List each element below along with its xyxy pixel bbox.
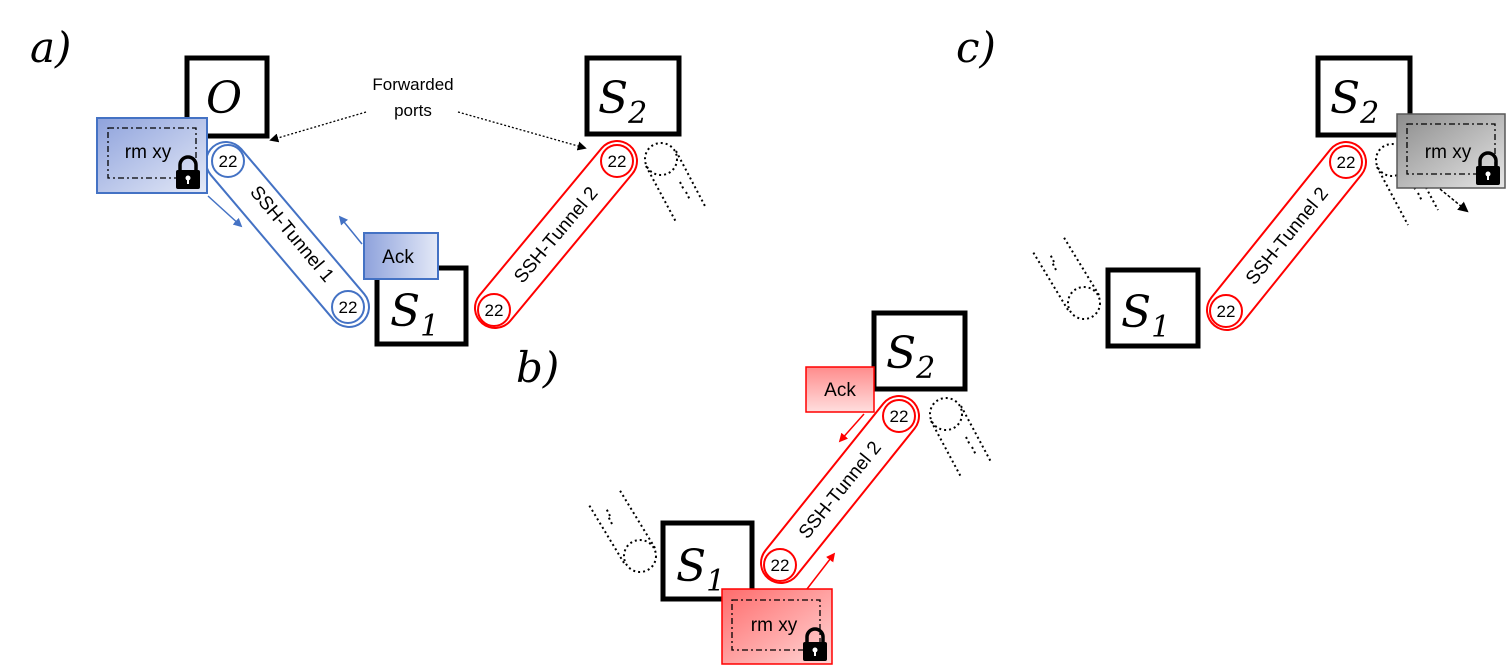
ack-message-blue: Ack	[363, 232, 439, 280]
dotted-tunnel-s1-panel-c	[1032, 235, 1101, 320]
ssh-tunnel-1: SSH-Tunnel 1	[205, 141, 370, 328]
port-22-s2-panel-a: 22	[600, 144, 634, 178]
node-s2-panel-c: S2	[1315, 55, 1413, 138]
forwarded-ports-line2: ports	[394, 101, 432, 120]
port-22-s1-tunnel-1: 22	[331, 290, 365, 324]
lock-icon	[176, 155, 200, 189]
port-22-s1-panel-c-label: 22	[1217, 302, 1236, 321]
dotted-tunnel-s2-panel-a	[644, 142, 707, 223]
node-s2-panel-b: S2	[871, 310, 968, 392]
node-o-label: O	[206, 73, 242, 124]
forwarded-ports-line1: Forwarded	[372, 75, 453, 94]
command-direction-arrow-gray	[1439, 188, 1469, 213]
node-s1-panel-b-label: S1	[676, 541, 725, 599]
panel-c-label: c)	[956, 23, 996, 72]
rm-xy-red-label: rm xy	[751, 615, 798, 636]
node-s2-panel-c-label: S2	[1330, 73, 1379, 131]
forwarded-ports-annotation: Forwarded ports	[269, 75, 587, 151]
ack-red-label: Ack	[824, 380, 856, 401]
node-s2-panel-a: S2	[584, 55, 682, 137]
ssh-tunnel-2-panel-a-label: SSH-Tunnel 2	[510, 183, 602, 287]
forwarded-arrow-to-o	[269, 111, 367, 143]
ssh-tunnel-2-panel-a: SSH-Tunnel 2	[474, 140, 638, 329]
ssh-tunnel-2-panel-c: SSH-Tunnel 2	[1206, 141, 1367, 331]
port-22-s1-panel-a-label: 22	[485, 301, 504, 320]
port-22-s1-panel-a: 22	[477, 293, 511, 327]
node-s1-panel-c-label: S1	[1121, 287, 1170, 345]
lock-icon	[803, 627, 827, 661]
ack-direction-arrow-red	[838, 413, 865, 443]
panel-b-label: b)	[516, 343, 559, 392]
node-s2-panel-a-label: S2	[598, 73, 647, 131]
lock-icon	[1476, 151, 1500, 185]
port-22-s1-panel-b: 22	[763, 548, 797, 582]
rm-xy-message-blue: rm xy	[96, 117, 208, 194]
forwarded-arrow-to-s2	[457, 111, 587, 151]
port-22-s1-tunnel-1-label: 22	[339, 298, 358, 317]
port-22-s2-panel-a-label: 22	[608, 152, 627, 171]
rm-xy-blue-label: rm xy	[125, 142, 172, 163]
port-22-s2-panel-c-label: 22	[1337, 153, 1356, 172]
rm-xy-gray-label: rm xy	[1425, 142, 1472, 163]
port-22-s2-panel-b-label: 22	[890, 407, 909, 426]
node-s1-panel-b: S1	[660, 520, 755, 602]
dotted-tunnel-s2-panel-b	[929, 397, 992, 478]
rm-xy-message-red: rm xy	[721, 588, 833, 665]
command-direction-arrow-blue	[207, 195, 243, 228]
ssh-tunnel-2-panel-b: SSH-Tunnel 2	[760, 395, 920, 584]
command-direction-arrow-red	[806, 552, 836, 590]
port-22-s1-panel-b-label: 22	[771, 556, 790, 575]
ack-message-red: Ack	[805, 366, 875, 413]
rm-xy-message-gray: rm xy	[1396, 113, 1506, 189]
port-22-s2-panel-c: 22	[1329, 145, 1363, 179]
node-s2-panel-b-label: S2	[886, 328, 935, 386]
port-22-s1-panel-c: 22	[1209, 294, 1243, 328]
ack-blue-label: Ack	[382, 247, 414, 268]
ack-direction-arrow-blue	[338, 215, 363, 245]
panel-a-label: a)	[30, 23, 71, 72]
node-s1-panel-c: S1	[1105, 267, 1201, 349]
ssh-tunnel-2-panel-b-label: SSH-Tunnel 2	[795, 438, 886, 543]
ssh-tunnel-2-panel-c-label: SSH-Tunnel 2	[1242, 184, 1333, 289]
port-22-o-label: 22	[219, 152, 238, 171]
port-22-o: 22	[211, 144, 245, 178]
port-22-s2-panel-b: 22	[882, 399, 916, 433]
dotted-tunnel-s1-panel-b	[588, 488, 657, 573]
node-s1-panel-a-label: S1	[390, 286, 439, 344]
